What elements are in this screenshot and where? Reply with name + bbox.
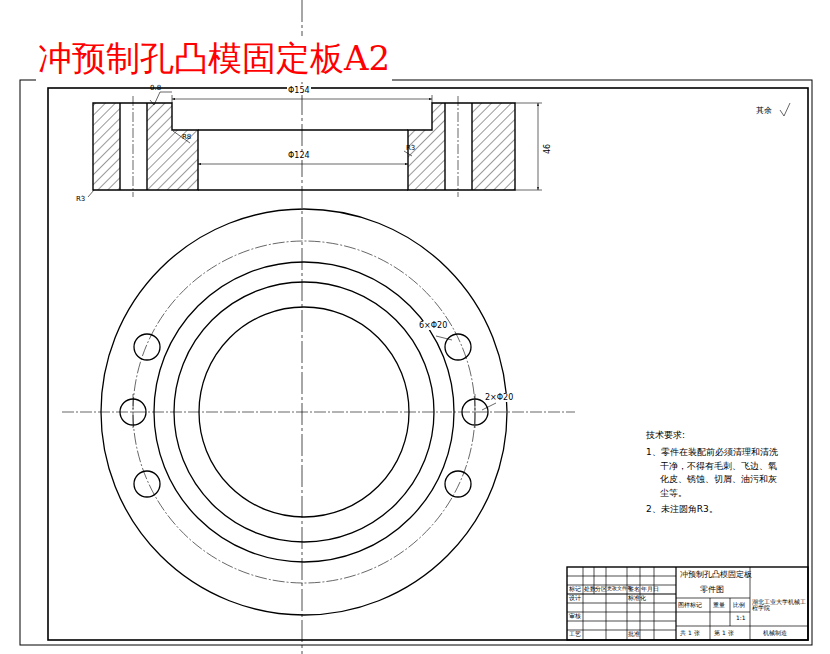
title-block-cell: 重量 [713,602,725,609]
dimension-text: Φ124 [287,151,311,160]
title-block-cell: 审核 [569,613,581,619]
title-block-cell: 1:1 [736,615,746,622]
sheet-title: 冲预制孔凸模固定板A2 [36,36,392,82]
title-block-cell: 处数 [584,586,596,592]
radius-callout: R3 [76,195,85,203]
requirements-note: 2、未注圆角R3。 [646,504,718,514]
radius-callout: R8 [182,133,191,141]
hole-callout: 2×Φ20 [484,393,514,402]
title-block-cell: 设计 [569,595,581,601]
dimension-text: 46 [543,144,552,154]
title-block-cell: 批准 [628,631,640,637]
title-block-cell: 工艺 [569,631,581,637]
title-block-cell: 比例 [733,602,745,609]
radius-callout: R3 [406,144,415,152]
title-block-cell: 共 1 张 [680,630,700,637]
title-block-cell: 图样标记 [678,602,702,609]
roughness-value: 0.8 [150,84,161,92]
title-block-cell: 湖北工业大学机械工程学院 [752,599,808,612]
title-block-cell: 标记 [569,586,581,592]
dimension-text: Φ154 [287,86,311,95]
title-block-cell: 签名 [628,586,640,592]
title-block-cell: 冲预制孔凸模固定板 [680,570,752,579]
hole-callout: 6×Φ20 [418,321,448,330]
requirements-note: 1、零件在装配前必须清理和清洗干净，不得有毛刺、飞边、氧化皮、锈蚀、切屑、油污和… [646,446,778,500]
title-block-cell: 零件图 [700,585,724,594]
roughness-note: 其余 [756,106,772,115]
title-block-cell: 第 1 张 [714,630,734,637]
title-block-cell: 标准化 [628,595,646,601]
title-block-cell: 年月日 [641,586,659,592]
requirements-heading: 技术要求: [646,430,685,440]
title-block-cell: 分区 [595,586,607,592]
title-block-cell: 机械制造 [763,630,787,637]
